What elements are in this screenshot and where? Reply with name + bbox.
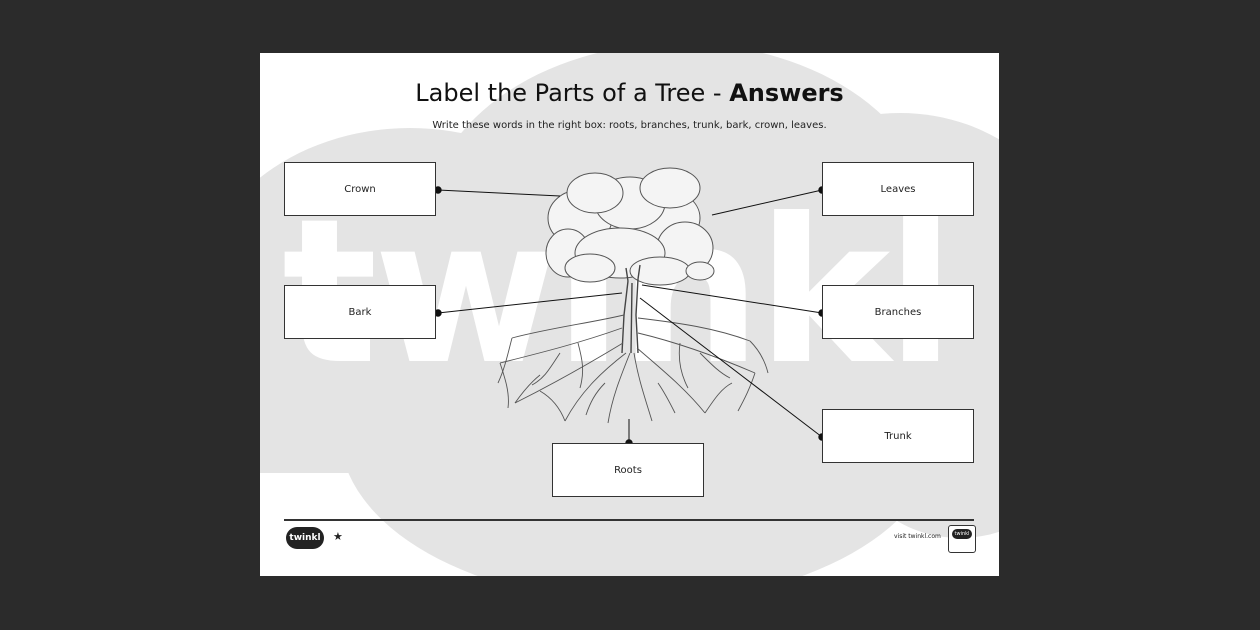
tree-roots <box>497 314 769 424</box>
label-box-branches: Branches <box>822 285 974 339</box>
title-regular: Label the Parts of a Tree - <box>415 79 730 107</box>
label-box-roots: Roots <box>552 443 704 497</box>
twinkl-logo[interactable]: twinkl <box>286 527 324 549</box>
instructions: Write these words in the right box: root… <box>432 120 827 131</box>
quality-badge-icon: twinkl <box>948 525 976 553</box>
label-box-trunk: Trunk <box>822 409 974 463</box>
worksheet: twinkl Label the Parts of a Tree - Answe… <box>260 53 999 576</box>
label-box-bark: Bark <box>284 285 436 339</box>
visit-link[interactable]: visit twinkl.com <box>894 533 941 540</box>
footer-divider <box>284 519 974 521</box>
page-title: Label the Parts of a Tree - Answers <box>260 79 999 107</box>
title-bold: Answers <box>729 79 844 107</box>
label-box-leaves: Leaves <box>822 162 974 216</box>
connector-lines <box>434 186 826 447</box>
tree-diagram <box>434 167 826 447</box>
star-icon: ★ <box>333 530 343 543</box>
label-box-crown: Crown <box>284 162 436 216</box>
tree-crown <box>545 167 715 286</box>
badge-logo: twinkl <box>952 529 972 539</box>
